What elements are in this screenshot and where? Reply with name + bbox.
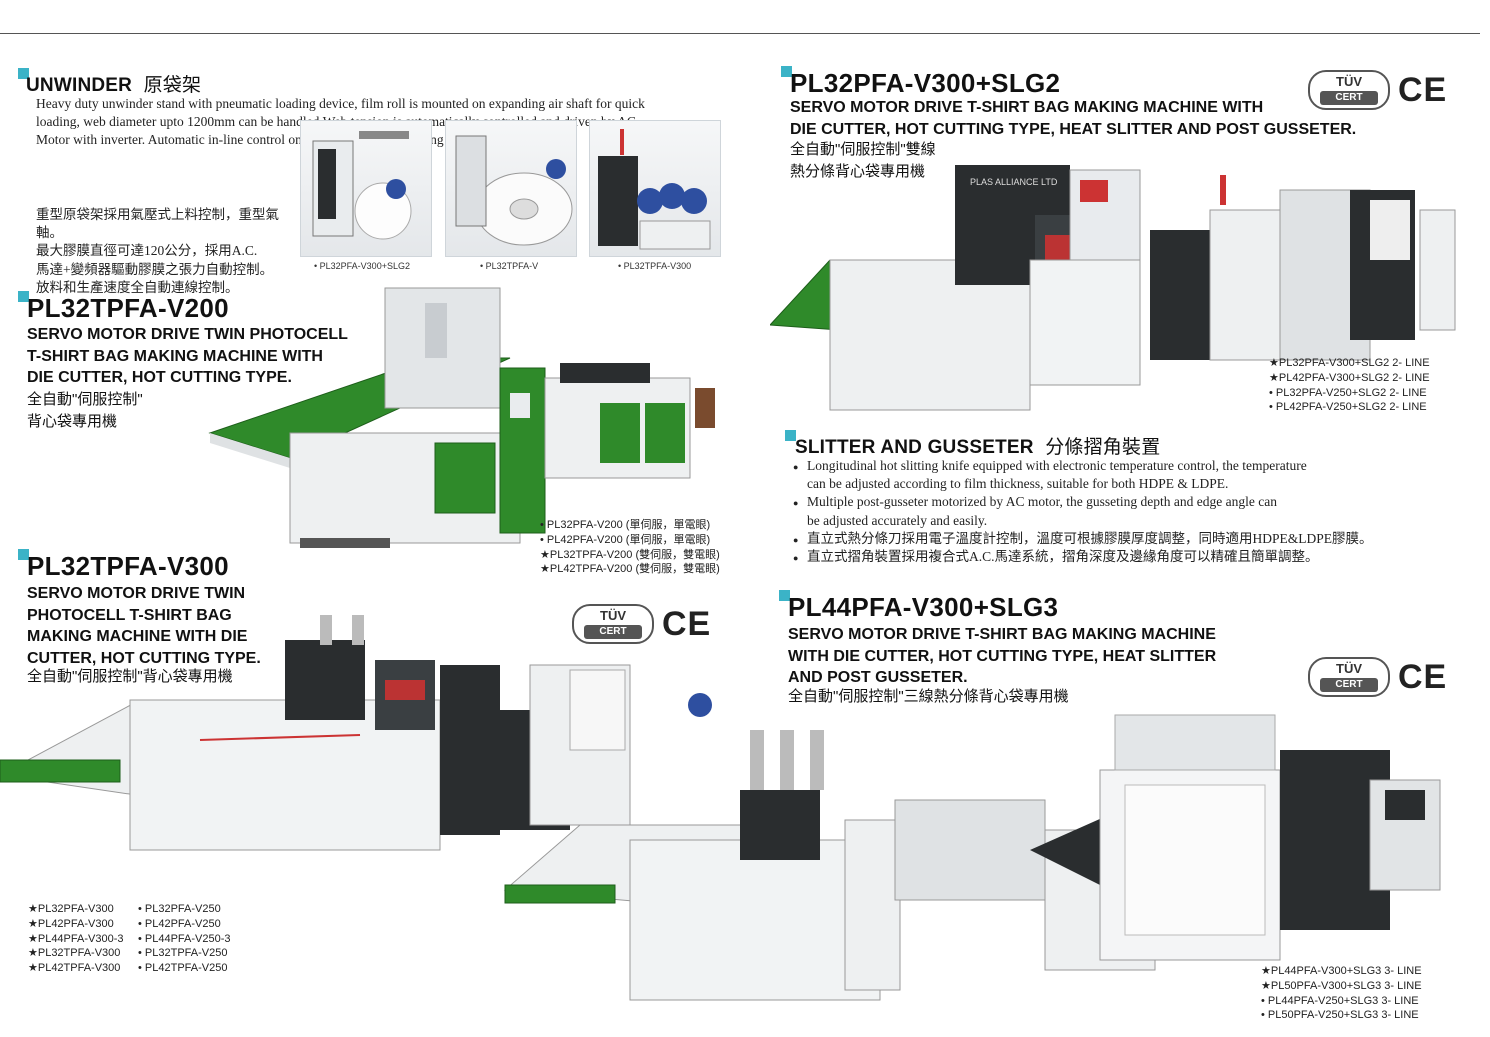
caption-2: • PL32TPFA-V: [480, 261, 539, 271]
section-marker: [779, 590, 790, 601]
section-marker: [18, 291, 29, 302]
unwinder-description-cn: 重型原袋架採用氣壓式上料控制，重型氣軸。 最大膠膜直徑可達120公分，採用A.C…: [36, 207, 279, 295]
section-marker: [18, 68, 29, 79]
v300-model-title: PL32TPFA-V300: [27, 551, 229, 581]
top-rule: [0, 33, 1480, 34]
slg2-description: SERVO MOTOR DRIVE T-SHIRT BAG MAKING MAC…: [790, 99, 1357, 138]
unwinder-title: UNWINDER: [26, 75, 133, 96]
ce-mark-icon: CE: [1398, 657, 1448, 696]
section-marker: [18, 549, 29, 560]
unwinder-title-cn: 原袋架: [143, 75, 202, 96]
v300-description-cn: 全自動"伺服控制"背心袋專用機: [27, 668, 233, 685]
caption-3: • PL32TPFA-V300: [618, 261, 692, 271]
slitter-bullets: Longitudinal hot slitting knife equipped…: [793, 457, 1453, 567]
caption-1: • PL32PFA-V300+SLG2: [314, 261, 410, 271]
slg2-machine-illustration: PLAS ALLIANCE LTD: [770, 165, 1456, 411]
unwinder-heading: UNWINDER 原袋架: [26, 70, 201, 97]
unwinder-photo-3: [589, 120, 721, 257]
v200-machine-illustration: [208, 287, 715, 548]
v200-description-cn: 全自動"伺服控制"背心袋專用機: [27, 391, 143, 430]
v200-model-title: PL32TPFA-V200: [27, 293, 229, 323]
ce-mark-icon: CE: [662, 604, 712, 643]
slg3-variant-list: ★PL44PFA-V300+SLG3 3- LINE★PL50PFA-V300+…: [1261, 965, 1422, 1022]
unwinder-photo-1: [300, 120, 432, 257]
slitter-title-cn: 分條摺角裝置: [1045, 437, 1161, 458]
v300-variant-list-right: • PL32PFA-V250• PL42PFA-V250 • PL44PFA-V…: [138, 903, 231, 975]
svg-text:PLAS ALLIANCE LTD: PLAS ALLIANCE LTD: [970, 177, 1058, 187]
slg3-description-cn: 全自動"伺服控制"三線熱分條背心袋專用機: [788, 688, 1069, 705]
slitter-heading: SLITTER AND GUSSETER 分條摺角裝置: [795, 432, 1160, 459]
v300-variant-list-left: ★PL32PFA-V300★PL42PFA-V300 ★PL44PFA-V300…: [28, 903, 124, 975]
slg3-description: SERVO MOTOR DRIVE T-SHIRT BAG MAKING MAC…: [788, 626, 1217, 686]
unwinder-photo-2: [445, 120, 577, 257]
section-marker: [781, 66, 792, 77]
slitter-title: SLITTER AND GUSSETER: [795, 437, 1034, 458]
section-marker: [785, 430, 796, 441]
v200-variant-list: • PL32PFA-V200 (單伺服，單電眼)• PL42PFA-V200 (…: [540, 519, 720, 576]
slg2-description-cn: 全自動"伺服控制"雙線熱分條背心袋專用機: [790, 141, 936, 180]
slg3-machine-illustration: [503, 714, 1441, 1001]
ce-mark-icon: CE: [1398, 70, 1448, 109]
slg2-model-title: PL32PFA-V300+SLG2: [790, 68, 1061, 98]
slg3-model-title: PL44PFA-V300+SLG3: [788, 592, 1059, 622]
v300-machine-illustration: [0, 615, 712, 851]
slg2-variant-list: ★PL32PFA-V300+SLG2 2- LINE★PL42PFA-V300+…: [1269, 357, 1430, 414]
